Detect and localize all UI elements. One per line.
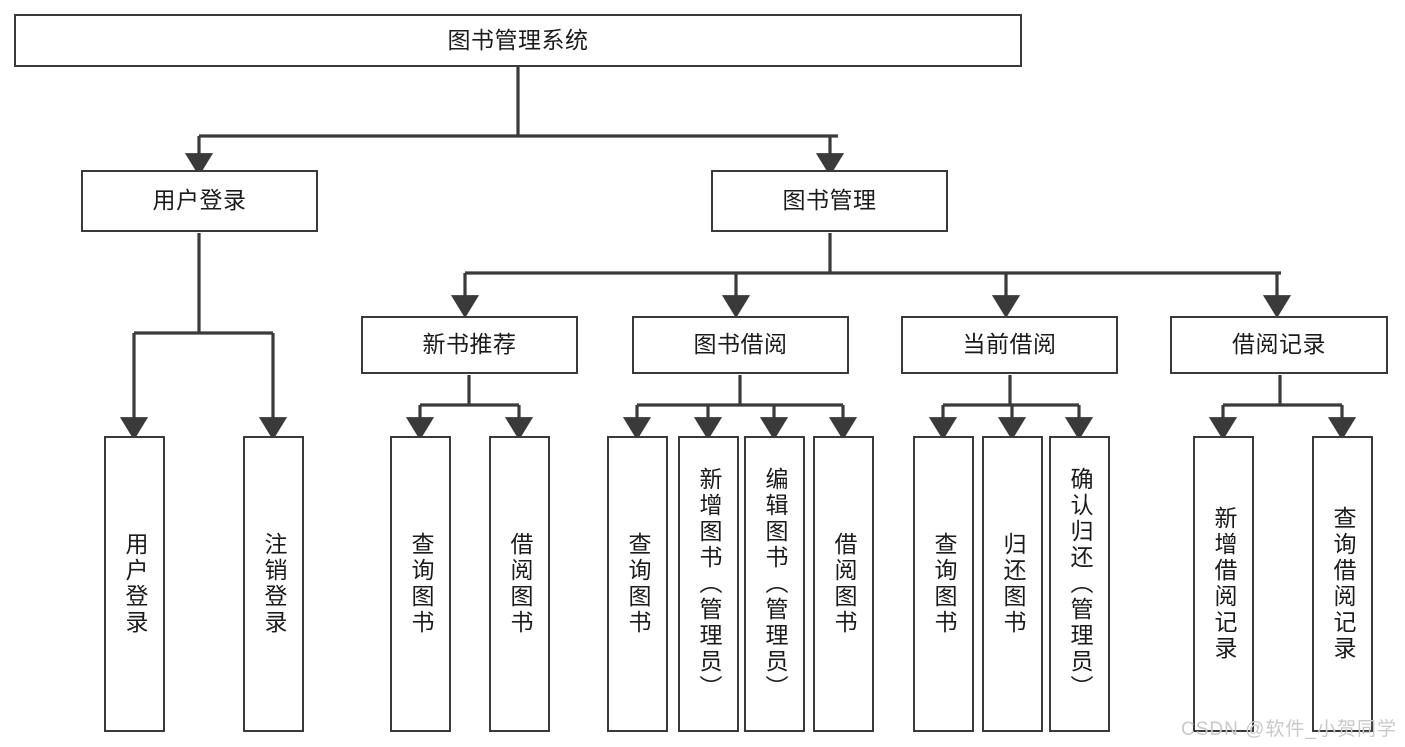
node-new-book-rec-label: 新书推荐 (422, 331, 517, 358)
node-leaf-user-login[interactable]: 用户登录 (104, 436, 165, 732)
node-current-borrow-label: 当前借阅 (962, 331, 1057, 358)
node-leaf-query-record-label: 查询借阅记录 (1330, 506, 1356, 662)
node-leaf-query-book-2[interactable]: 查询图书 (607, 436, 668, 732)
node-leaf-return-book[interactable]: 归还图书 (982, 436, 1043, 732)
node-leaf-add-book[interactable]: 新增图书（管理员） (678, 436, 739, 732)
node-leaf-edit-book[interactable]: 编辑图书（管理员） (744, 436, 805, 732)
node-new-book-rec[interactable]: 新书推荐 (361, 316, 578, 374)
node-leaf-borrow-book-1[interactable]: 借阅图书 (489, 436, 550, 732)
node-user-login-label: 用户登录 (152, 187, 247, 214)
node-leaf-query-book-1-label: 查询图书 (408, 532, 434, 636)
node-leaf-query-book-1[interactable]: 查询图书 (390, 436, 451, 732)
node-book-manage[interactable]: 图书管理 (711, 170, 948, 232)
node-leaf-borrow-book-2[interactable]: 借阅图书 (813, 436, 874, 732)
node-leaf-user-login-label: 用户登录 (122, 532, 148, 636)
node-root[interactable]: 图书管理系统 (14, 14, 1022, 67)
node-leaf-user-logout-label: 注销登录 (261, 532, 287, 636)
node-leaf-borrow-book-2-label: 借阅图书 (831, 532, 857, 636)
node-leaf-add-record[interactable]: 新增借阅记录 (1193, 436, 1254, 732)
node-leaf-edit-book-label: 编辑图书（管理员） (762, 467, 788, 701)
node-leaf-query-book-2-label: 查询图书 (625, 532, 651, 636)
node-leaf-query-book-3[interactable]: 查询图书 (913, 436, 974, 732)
node-leaf-confirm-return[interactable]: 确认归还（管理员） (1049, 436, 1110, 732)
node-root-label: 图书管理系统 (447, 26, 589, 53)
node-book-manage-label: 图书管理 (782, 187, 877, 214)
node-leaf-add-record-label: 新增借阅记录 (1211, 506, 1237, 662)
node-leaf-add-book-label: 新增图书（管理员） (696, 467, 722, 701)
node-borrow-record[interactable]: 借阅记录 (1170, 316, 1388, 374)
node-current-borrow[interactable]: 当前借阅 (901, 316, 1118, 374)
node-leaf-return-book-label: 归还图书 (1000, 532, 1026, 636)
node-book-borrow-label: 图书借阅 (693, 331, 788, 358)
node-book-borrow[interactable]: 图书借阅 (632, 316, 849, 374)
node-leaf-user-logout[interactable]: 注销登录 (243, 436, 304, 732)
node-leaf-borrow-book-1-label: 借阅图书 (507, 532, 533, 636)
node-user-login[interactable]: 用户登录 (81, 170, 318, 232)
node-leaf-query-record[interactable]: 查询借阅记录 (1312, 436, 1373, 732)
node-leaf-query-book-3-label: 查询图书 (931, 532, 957, 636)
node-borrow-record-label: 借阅记录 (1232, 331, 1326, 358)
node-leaf-confirm-return-label: 确认归还（管理员） (1067, 467, 1093, 701)
